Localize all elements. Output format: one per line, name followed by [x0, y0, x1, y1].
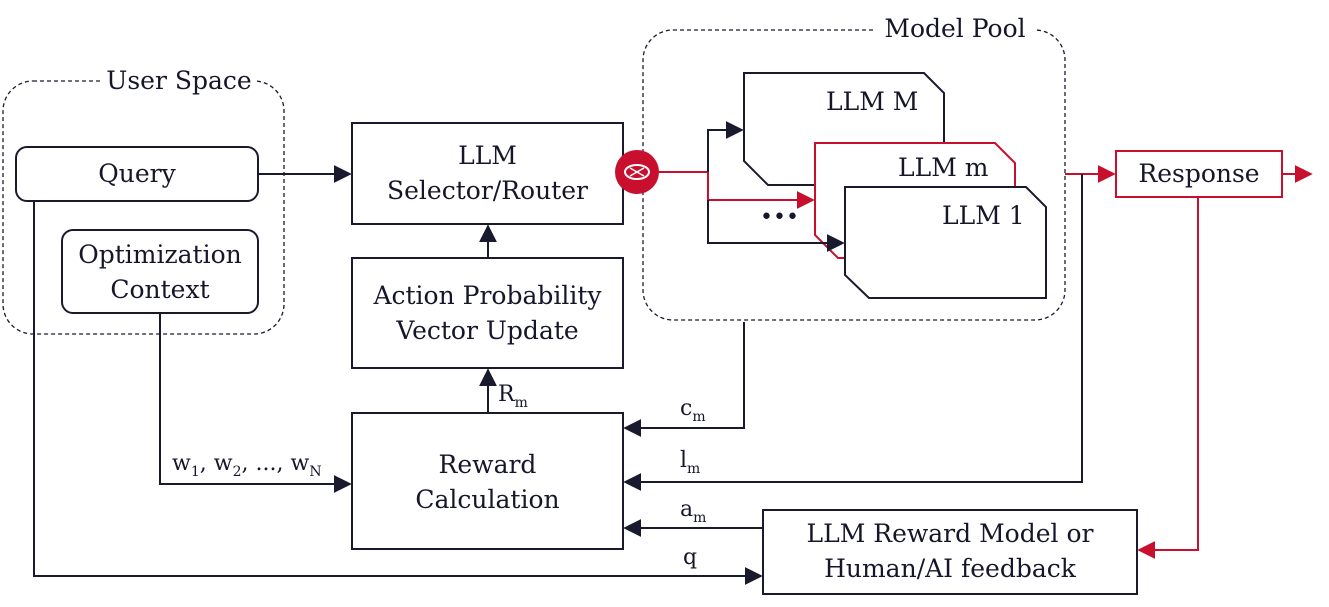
- router-fanout: [659, 121, 845, 252]
- weights-edge: [159, 313, 352, 493]
- reward-model-box: [762, 509, 1138, 595]
- latency-edge: [623, 174, 1083, 491]
- cost-edge: [623, 322, 745, 437]
- reward-calculation-box: [351, 412, 624, 550]
- action-probability-box: [351, 257, 624, 369]
- llm-1-label: LLM 1: [942, 201, 1025, 230]
- weights-label: w1, w2, ..., wN: [172, 451, 322, 480]
- llm-M-label: LLM M: [826, 87, 919, 116]
- llm-m-label: LLM m: [898, 153, 989, 182]
- c-m-label: cm: [680, 396, 706, 425]
- q-label: q: [683, 545, 698, 570]
- user-space-group: [2, 80, 285, 335]
- response-label: Response: [1138, 159, 1260, 188]
- l-m-label: lm: [680, 448, 701, 477]
- model-pool-title: Model Pool: [884, 14, 1026, 43]
- query-to-reward-model-edge: [33, 201, 763, 585]
- user-space-title: User Space: [106, 66, 252, 95]
- query-label: Query: [98, 159, 176, 188]
- a-m-label: am: [680, 497, 707, 526]
- r-m-label: Rm: [498, 382, 528, 411]
- router-icon: [615, 150, 659, 194]
- pool-to-response: [1065, 165, 1313, 559]
- response-box: [1115, 150, 1283, 198]
- llm-1-card: [844, 186, 1047, 299]
- selector-router-box: [351, 122, 624, 225]
- ellipsis-label: •••: [760, 205, 799, 230]
